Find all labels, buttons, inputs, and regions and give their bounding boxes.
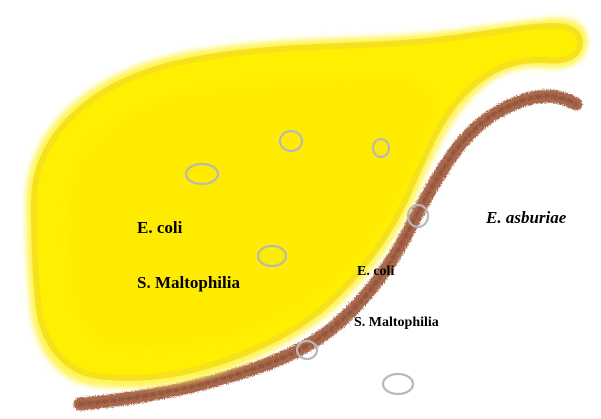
label-inner-ecoli: E. coli (137, 218, 182, 238)
label-outer-smaltophilia: S. Maltophilia (354, 315, 439, 331)
gallbladder (26, 18, 588, 388)
bubble (383, 374, 413, 394)
label-outer-ecoli: E. coli (357, 264, 394, 280)
gallbladder-inner-highlight (70, 80, 433, 347)
label-inner-smaltophilia: S. Maltophilia (137, 273, 240, 293)
label-outer-easburiae: E. asburiae (486, 208, 566, 228)
